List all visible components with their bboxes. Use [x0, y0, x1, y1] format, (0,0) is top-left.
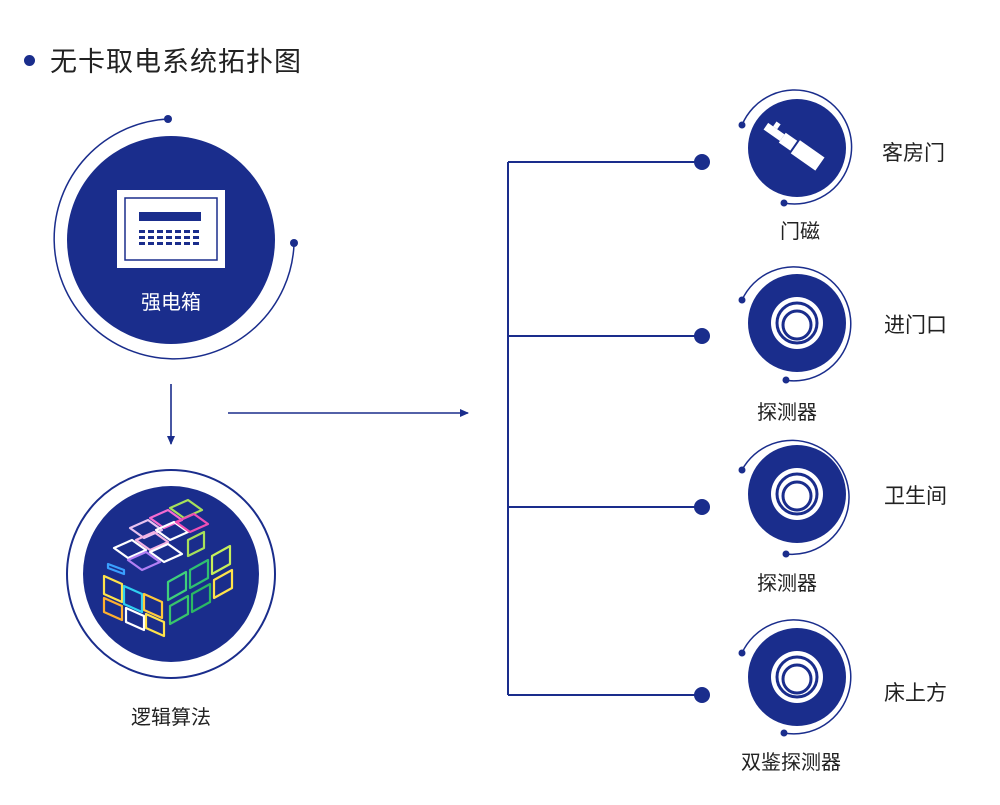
device-node-sensor-bathroom[interactable] — [738, 439, 850, 558]
device-location-bathroom: 卫生间 — [884, 484, 947, 508]
device-location-room-door: 客房门 — [882, 141, 945, 165]
logic-ring — [66, 469, 276, 679]
device-node-door-magnet[interactable] — [738, 89, 853, 207]
power-box-node[interactable]: 强电箱 — [53, 115, 298, 360]
page-title: 无卡取电系统拓扑图 — [50, 47, 302, 78]
rubik-cube-icon — [102, 498, 234, 638]
power-box-label: 强电箱 — [141, 290, 201, 314]
power-box-orbit — [53, 118, 295, 360]
connector-endpoints — [694, 154, 710, 703]
control-panel-icon — [117, 190, 225, 268]
logic-label: 逻辑算法 — [131, 705, 211, 729]
orbit-dot — [290, 239, 298, 247]
device-node-dual-sensor-bed[interactable] — [738, 619, 852, 737]
door-magnet-icon — [763, 121, 825, 171]
device-name-dual-sensor: 双鉴探测器 — [741, 750, 841, 774]
device-location-above-bed: 床上方 — [884, 681, 947, 705]
logic-node[interactable] — [66, 469, 276, 679]
sensor-icon — [771, 297, 823, 349]
device-node-sensor-entrance[interactable] — [738, 266, 852, 384]
device-name-sensor-entrance: 探测器 — [757, 400, 817, 424]
device-name-door-magnet: 门磁 — [780, 219, 820, 243]
device-name-sensor-bathroom: 探测器 — [757, 571, 817, 595]
orbit-dot — [164, 115, 172, 123]
connector-tree — [507, 161, 702, 696]
sensor-icon — [771, 651, 823, 703]
title-bullet — [24, 55, 35, 66]
sensor-icon — [771, 468, 823, 520]
device-location-entrance: 进门口 — [884, 313, 947, 337]
